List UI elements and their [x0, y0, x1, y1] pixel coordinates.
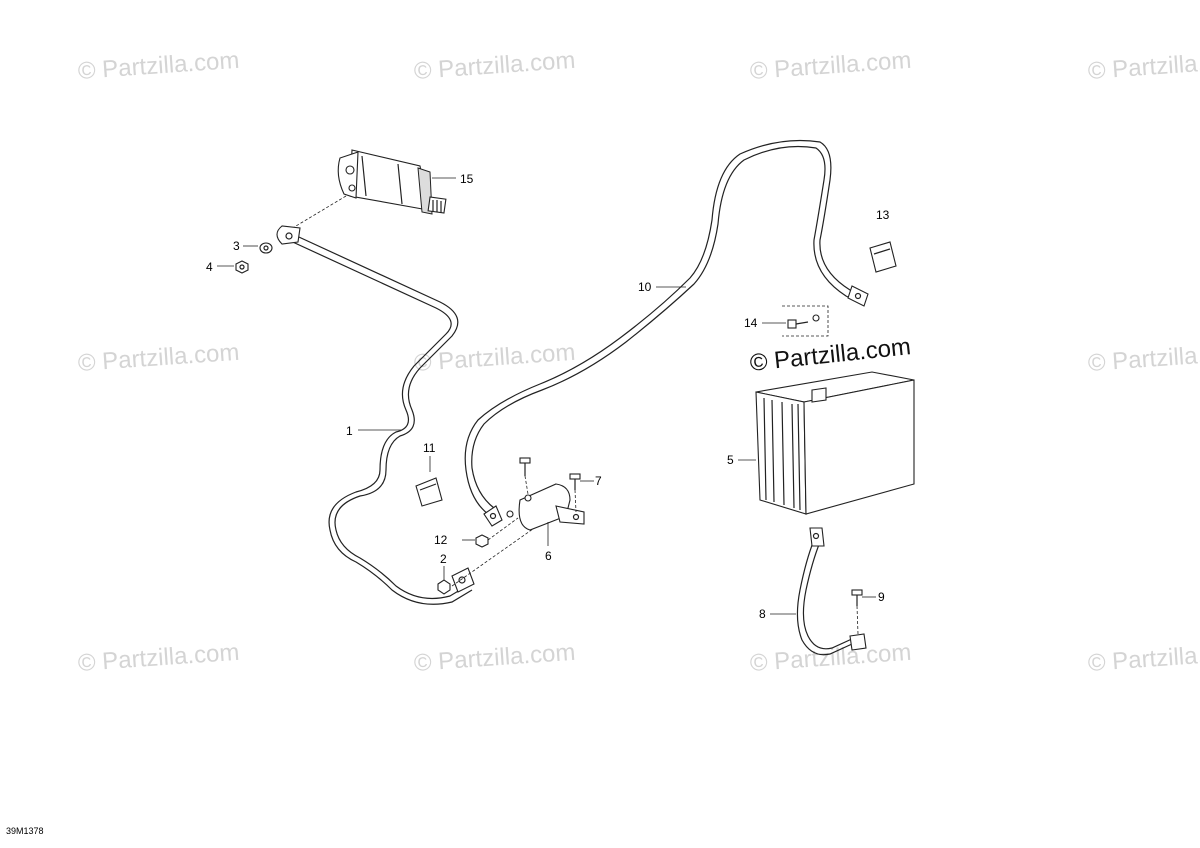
callout-2[interactable]: 2: [440, 552, 447, 566]
diagram-code: 39M1378: [6, 826, 44, 836]
callout-11[interactable]: 11: [423, 441, 436, 455]
callout-13[interactable]: 13: [876, 208, 890, 222]
nut[interactable]: [235, 260, 249, 274]
starter-cable[interactable]: [276, 225, 475, 605]
callout-1[interactable]: 1: [346, 424, 353, 438]
callout-14[interactable]: 14: [744, 316, 758, 330]
screw-7-dash: [574, 489, 577, 513]
screw[interactable]: [519, 457, 531, 476]
callout-6[interactable]: 6: [545, 549, 552, 563]
callout-12[interactable]: 12: [434, 533, 448, 547]
callout-9[interactable]: 9: [878, 590, 885, 604]
nut[interactable]: [437, 579, 451, 595]
callout-10[interactable]: 10: [638, 280, 652, 294]
screw-9-dash: [856, 605, 859, 635]
callout-15[interactable]: 15: [460, 172, 474, 186]
leader-2-dash: [451, 523, 541, 587]
callout-3[interactable]: 3: [233, 239, 240, 253]
screw[interactable]: [851, 589, 863, 606]
screw[interactable]: [569, 473, 581, 490]
screw-kit[interactable]: [782, 305, 829, 337]
battery[interactable]: [755, 371, 915, 515]
ground-cable[interactable]: [796, 527, 867, 656]
protector-cap[interactable]: [415, 477, 443, 507]
leader-15-dash: [285, 195, 347, 233]
callout-4[interactable]: 4: [206, 260, 213, 274]
protector-cap[interactable]: [869, 241, 897, 273]
callout-7[interactable]: 7: [595, 474, 602, 488]
starter-motor[interactable]: [337, 149, 447, 215]
washer[interactable]: [259, 242, 273, 254]
screw-dash: [524, 475, 529, 495]
leader-12-dash: [487, 517, 519, 541]
solenoid[interactable]: [506, 483, 585, 531]
callout-8[interactable]: 8: [759, 607, 766, 621]
battery-cable[interactable]: [464, 139, 869, 527]
nut[interactable]: [475, 534, 489, 548]
callout-5[interactable]: 5: [727, 453, 734, 467]
